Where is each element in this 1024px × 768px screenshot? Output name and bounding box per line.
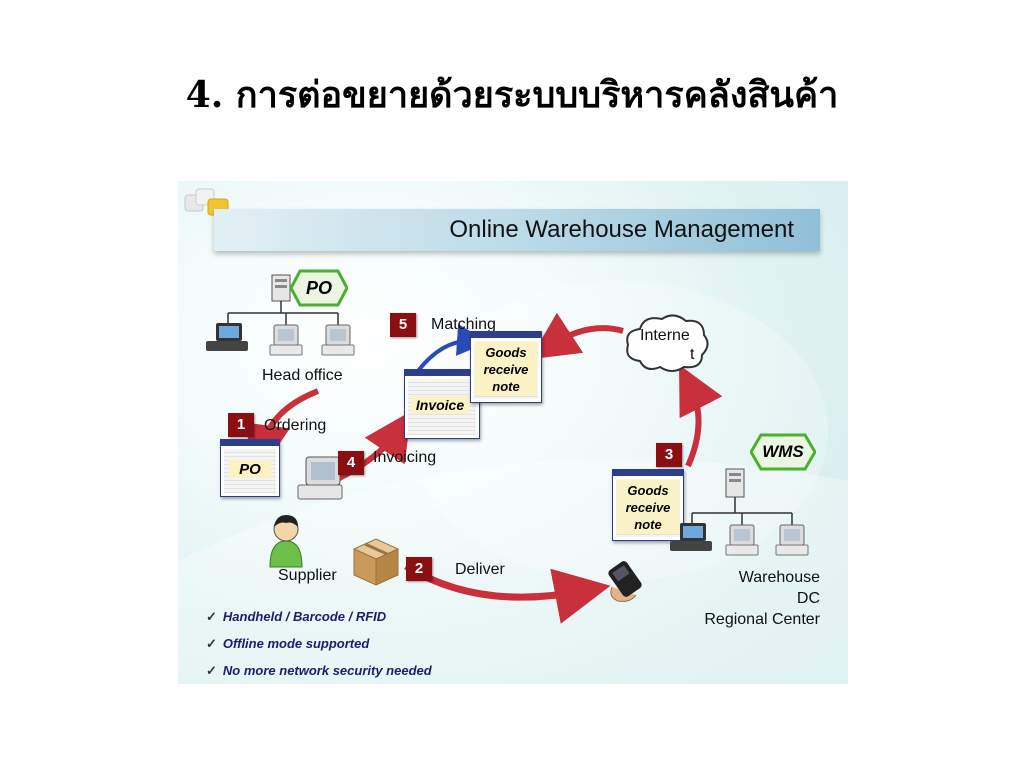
feature-item: ✓No more network security needed [206, 663, 432, 678]
server-icon [725, 468, 745, 498]
step-5-badge: 5 [390, 313, 416, 337]
warehouse-label-line2: DC [796, 590, 820, 607]
checkmark-icon: ✓ [206, 663, 217, 678]
step-2-badge: 2 [406, 557, 432, 581]
step-2-label: Deliver [455, 561, 505, 578]
internet-cloud-icon [626, 314, 709, 372]
computer-icon [297, 456, 343, 500]
checkmark-icon: ✓ [206, 609, 217, 624]
arrow-internet-to-grn [529, 312, 624, 360]
step-1-badge: 1 [228, 413, 254, 437]
step-1-label: Ordering [264, 417, 327, 434]
step-5-label: Matching [431, 316, 496, 333]
feature-list: ✓Handheld / Barcode / RFID ✓Offline mode… [206, 609, 432, 684]
pos-terminal-icon [206, 323, 248, 351]
po-hex-badge: PO [290, 269, 348, 307]
invoice-document-label: Invoice [411, 396, 469, 414]
supplier-label: Supplier [278, 567, 337, 584]
warehouse-label-line3: Regional Center [704, 611, 820, 628]
slide-title: 4. การต่อขยายด้วยระบบบริหารคลังสินค้า [185, 74, 839, 116]
banner: Online Warehouse Management [214, 209, 820, 251]
warehouse-label-line1: Warehouse [738, 569, 820, 586]
arrow-warehouse-to-internet [679, 364, 723, 468]
invoice-document: Invoice [404, 369, 480, 439]
wms-hex-badge: WMS [750, 433, 816, 471]
pos-terminal-icon [670, 523, 712, 551]
checkmark-icon: ✓ [206, 636, 217, 651]
goods-receive-note-document: Goods receive note [470, 331, 542, 403]
arrow-matching [416, 323, 489, 373]
handheld-scanner-icon [608, 561, 642, 602]
server-icon [271, 274, 291, 302]
head-office-label: Head office [262, 367, 343, 384]
warehouse-network [670, 468, 809, 556]
computer-icon [269, 324, 303, 356]
computer-icon [321, 324, 355, 356]
computer-icon [725, 524, 759, 556]
step-3-badge: 3 [656, 443, 682, 467]
feature-item: ✓Handheld / Barcode / RFID [206, 609, 387, 624]
internet-label-line2: t [690, 346, 695, 363]
logo-icon [184, 188, 229, 216]
goods-receive-note-document-warehouse: Goods receive note [612, 469, 684, 541]
internet-label-line1: Interne [640, 327, 690, 344]
po-document: PO [220, 439, 280, 497]
step-4-label: Invoicing [373, 449, 437, 466]
head-office-network [206, 274, 355, 356]
warehouse-diagram: Online Warehouse Management [178, 181, 848, 684]
feature-item: ✓Offline mode supported [206, 636, 370, 651]
package-box-icon [352, 538, 400, 586]
banner-title: Online Warehouse Management [449, 216, 794, 243]
computer-icon [775, 524, 809, 556]
po-document-label: PO [229, 460, 271, 478]
goods-receive-note-label: Goods receive note [475, 342, 537, 396]
goods-receive-note-label: Goods receive note [617, 480, 679, 534]
supplier-person-icon [269, 515, 303, 568]
step-4-badge: 4 [338, 451, 364, 475]
